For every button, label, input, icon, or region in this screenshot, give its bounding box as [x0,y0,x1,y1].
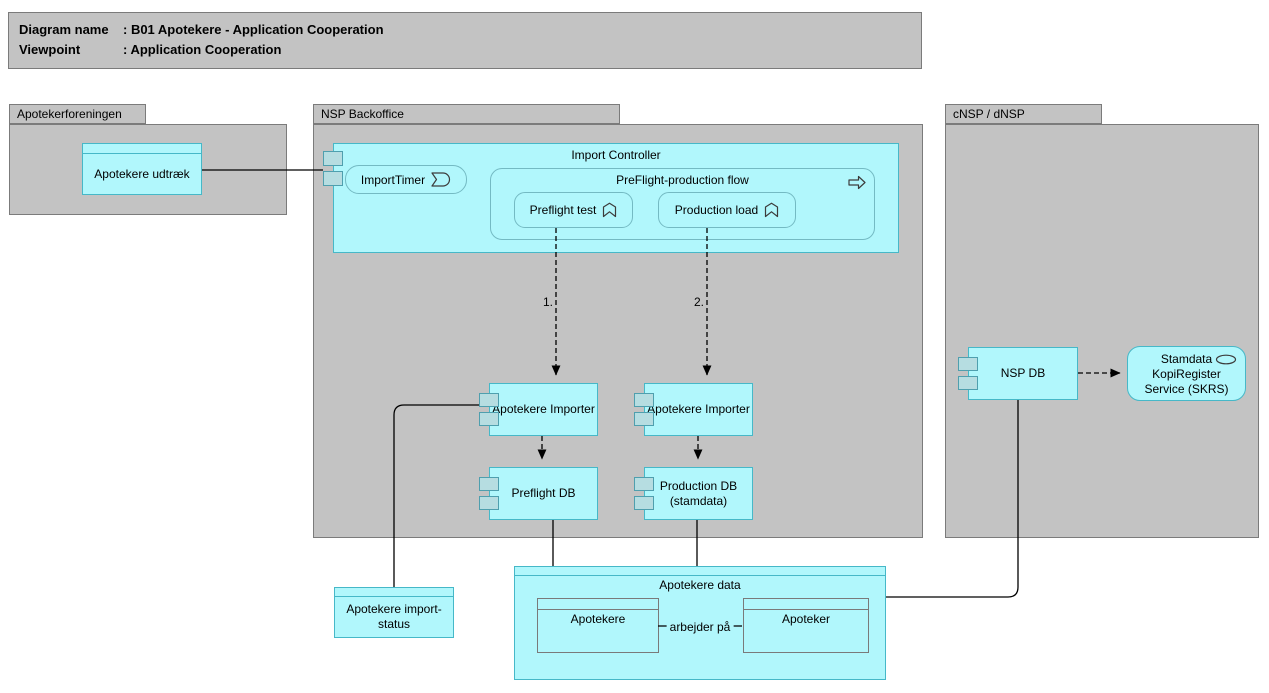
data-object-strip [83,144,201,154]
event-icon [431,172,451,187]
node-apotekere-importer-right[interactable]: Apotekere Importer [634,383,753,436]
node-label: ImportTimer [360,172,426,187]
group-cnsp-dnsp-body[interactable] [945,124,1259,538]
function-icon [765,202,779,218]
component-port-icon [479,496,499,510]
diagram-title-box: Diagram name : B01 Apotekere - Applicatio… [8,12,922,69]
node-label: Preflight test [529,203,597,217]
node-apotekere-import-status[interactable]: Apotekere import-status [334,587,454,638]
component-port-icon [958,376,978,390]
node-label: Production load [674,203,759,217]
component-port-icon [323,171,343,186]
component-port-icon [479,393,499,407]
edge-label-arbejder-paa: arbejder på [666,620,734,634]
component-port-icon [479,477,499,491]
node-label: Stamdata KopiRegister Service (SKRS) [1144,352,1229,396]
node-production-load[interactable]: Production load [658,192,796,228]
node-nsp-db[interactable]: NSP DB [958,347,1078,400]
entity-apoteker[interactable]: Apoteker [743,598,869,653]
viewpoint-label: Viewpoint [19,42,81,57]
entity-strip [744,599,868,610]
node-label: Apotekere import-status [346,602,442,631]
node-label: NSP DB [1000,366,1046,380]
data-object-strip [515,567,885,576]
node-label: Apotekere Importer [647,402,750,416]
node-label: Apotekere data [659,578,741,592]
entity-strip [538,599,658,610]
component-port-icon [634,477,654,491]
process-arrow-icon [848,175,866,190]
node-preflight-test[interactable]: Preflight test [514,192,633,228]
edge-label-step2: 2. [692,295,707,309]
node-label: Production DB (stamdata) [659,478,738,508]
node-skrs-service[interactable]: Stamdata KopiRegister Service (SKRS) [1127,346,1246,401]
entity-label: Apoteker [781,612,831,626]
component-port-icon [634,393,654,407]
node-label: PreFlight-production flow [616,173,749,187]
node-label: Apotekere udtræk [94,166,190,181]
node-apotekere-udtraek[interactable]: Apotekere udtræk [82,143,202,195]
component-port-icon [958,357,978,371]
entity-label: Apotekere [570,612,626,626]
data-object-strip [335,588,453,597]
node-label: Preflight DB [511,486,576,500]
diagram-name-label: Diagram name [19,22,109,37]
component-port-icon [479,412,499,426]
node-label: Apotekere Importer [492,402,595,416]
node-import-timer[interactable]: ImportTimer [345,165,467,194]
edge-label-step1: 1. [541,295,556,309]
group-nsp-backoffice-tab[interactable]: NSP Backoffice [313,104,620,124]
node-preflight-db[interactable]: Preflight DB [479,467,598,520]
node-production-db[interactable]: Production DB (stamdata) [634,467,753,520]
node-label: Import Controller [571,148,661,162]
group-cnsp-dnsp-tab[interactable]: cNSP / dNSP [945,104,1102,124]
component-port-icon [634,496,654,510]
component-port-icon [634,412,654,426]
component-port-icon [323,151,343,166]
diagram-name-row: Diagram name : B01 Apotekere - Applicatio… [19,20,921,40]
entity-apotekere[interactable]: Apotekere [537,598,659,653]
viewpoint-value: : Application Cooperation [123,42,282,57]
viewpoint-row: Viewpoint : Application Cooperation [19,40,921,60]
function-icon [603,202,617,218]
node-apotekere-importer-left[interactable]: Apotekere Importer [479,383,598,436]
service-icon [1215,354,1237,365]
group-apotekerforeningen-tab[interactable]: Apotekerforeningen [9,104,146,124]
node-apotekere-data[interactable]: Apotekere data Apotekere Apoteker [514,566,886,680]
diagram-name-value: : B01 Apotekere - Application Cooperatio… [123,22,384,37]
